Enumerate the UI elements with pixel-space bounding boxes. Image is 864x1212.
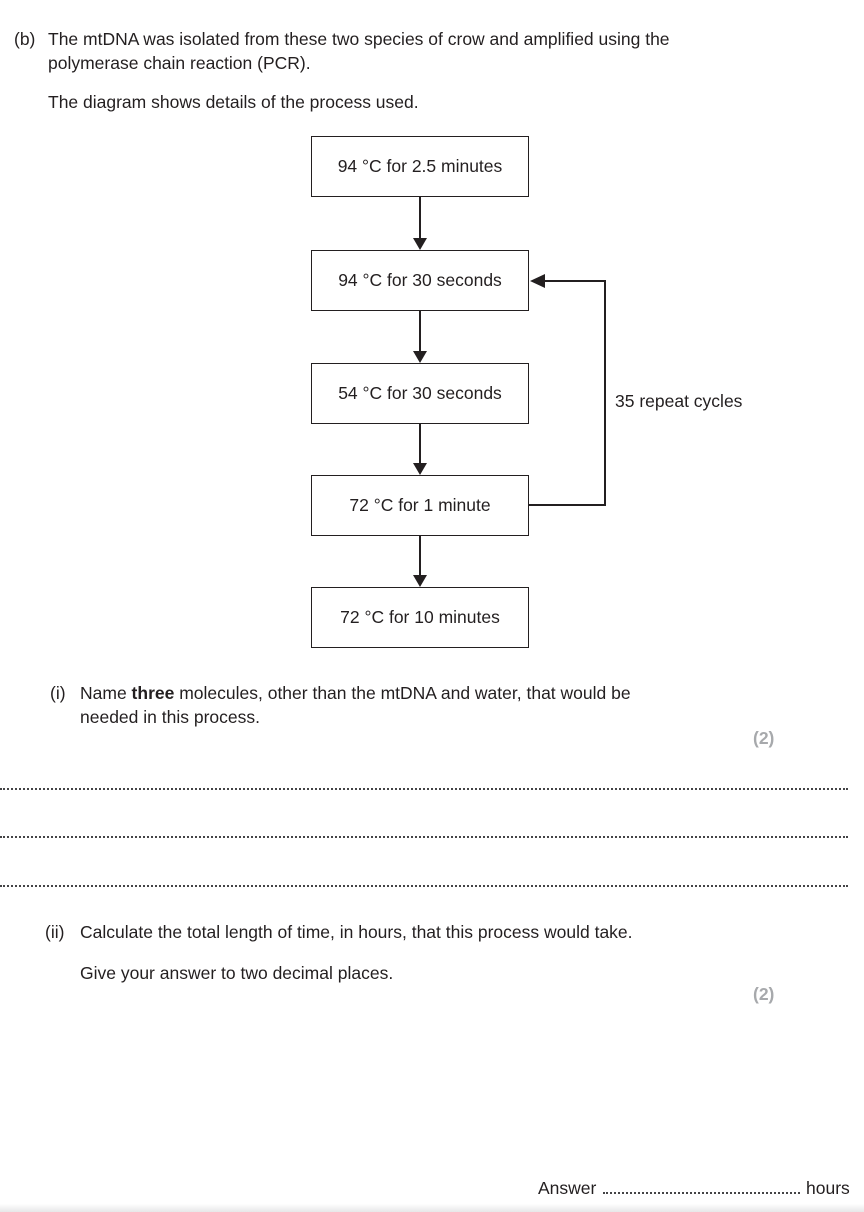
flow-step-4: 72 °C for 1 minute bbox=[311, 475, 529, 536]
answer-label: Answer bbox=[538, 1178, 597, 1198]
page-bottom-edge bbox=[0, 1204, 864, 1212]
part-b-intro-line2: polymerase chain reaction (PCR). bbox=[48, 53, 311, 73]
answer-line-2 bbox=[0, 836, 848, 838]
question-i-line2: needed in this process. bbox=[80, 707, 260, 727]
diagram-caption: The diagram shows details of the process… bbox=[48, 92, 419, 112]
repeat-cycles-label: 35 repeat cycles bbox=[615, 391, 743, 411]
part-b-intro-line1: The mtDNA was isolated from these two sp… bbox=[48, 29, 670, 49]
flow-step-2: 94 °C for 30 seconds bbox=[311, 250, 529, 311]
question-i-marks: (2) bbox=[753, 728, 775, 748]
question-ii-label: (ii) bbox=[45, 922, 65, 942]
question-ii-marks: (2) bbox=[753, 984, 775, 1004]
part-b-label: (b) bbox=[14, 29, 36, 49]
question-i-label: (i) bbox=[50, 683, 66, 703]
answer-line-3 bbox=[0, 885, 848, 887]
answer-blank-line bbox=[603, 1192, 800, 1194]
question-i-bold-word: three bbox=[131, 683, 175, 703]
question-ii-line2: Give your answer to two decimal places. bbox=[80, 963, 394, 983]
answer-line-1 bbox=[0, 788, 848, 790]
question-ii-line1: Calculate the total length of time, in h… bbox=[80, 922, 633, 942]
flow-step-1: 94 °C for 2.5 minutes bbox=[311, 136, 529, 197]
flow-step-3: 54 °C for 30 seconds bbox=[311, 363, 529, 424]
answer-unit-label: hours bbox=[806, 1178, 850, 1198]
question-i-line1: Name three molecules, other than the mtD… bbox=[80, 683, 631, 703]
flow-step-5: 72 °C for 10 minutes bbox=[311, 587, 529, 648]
